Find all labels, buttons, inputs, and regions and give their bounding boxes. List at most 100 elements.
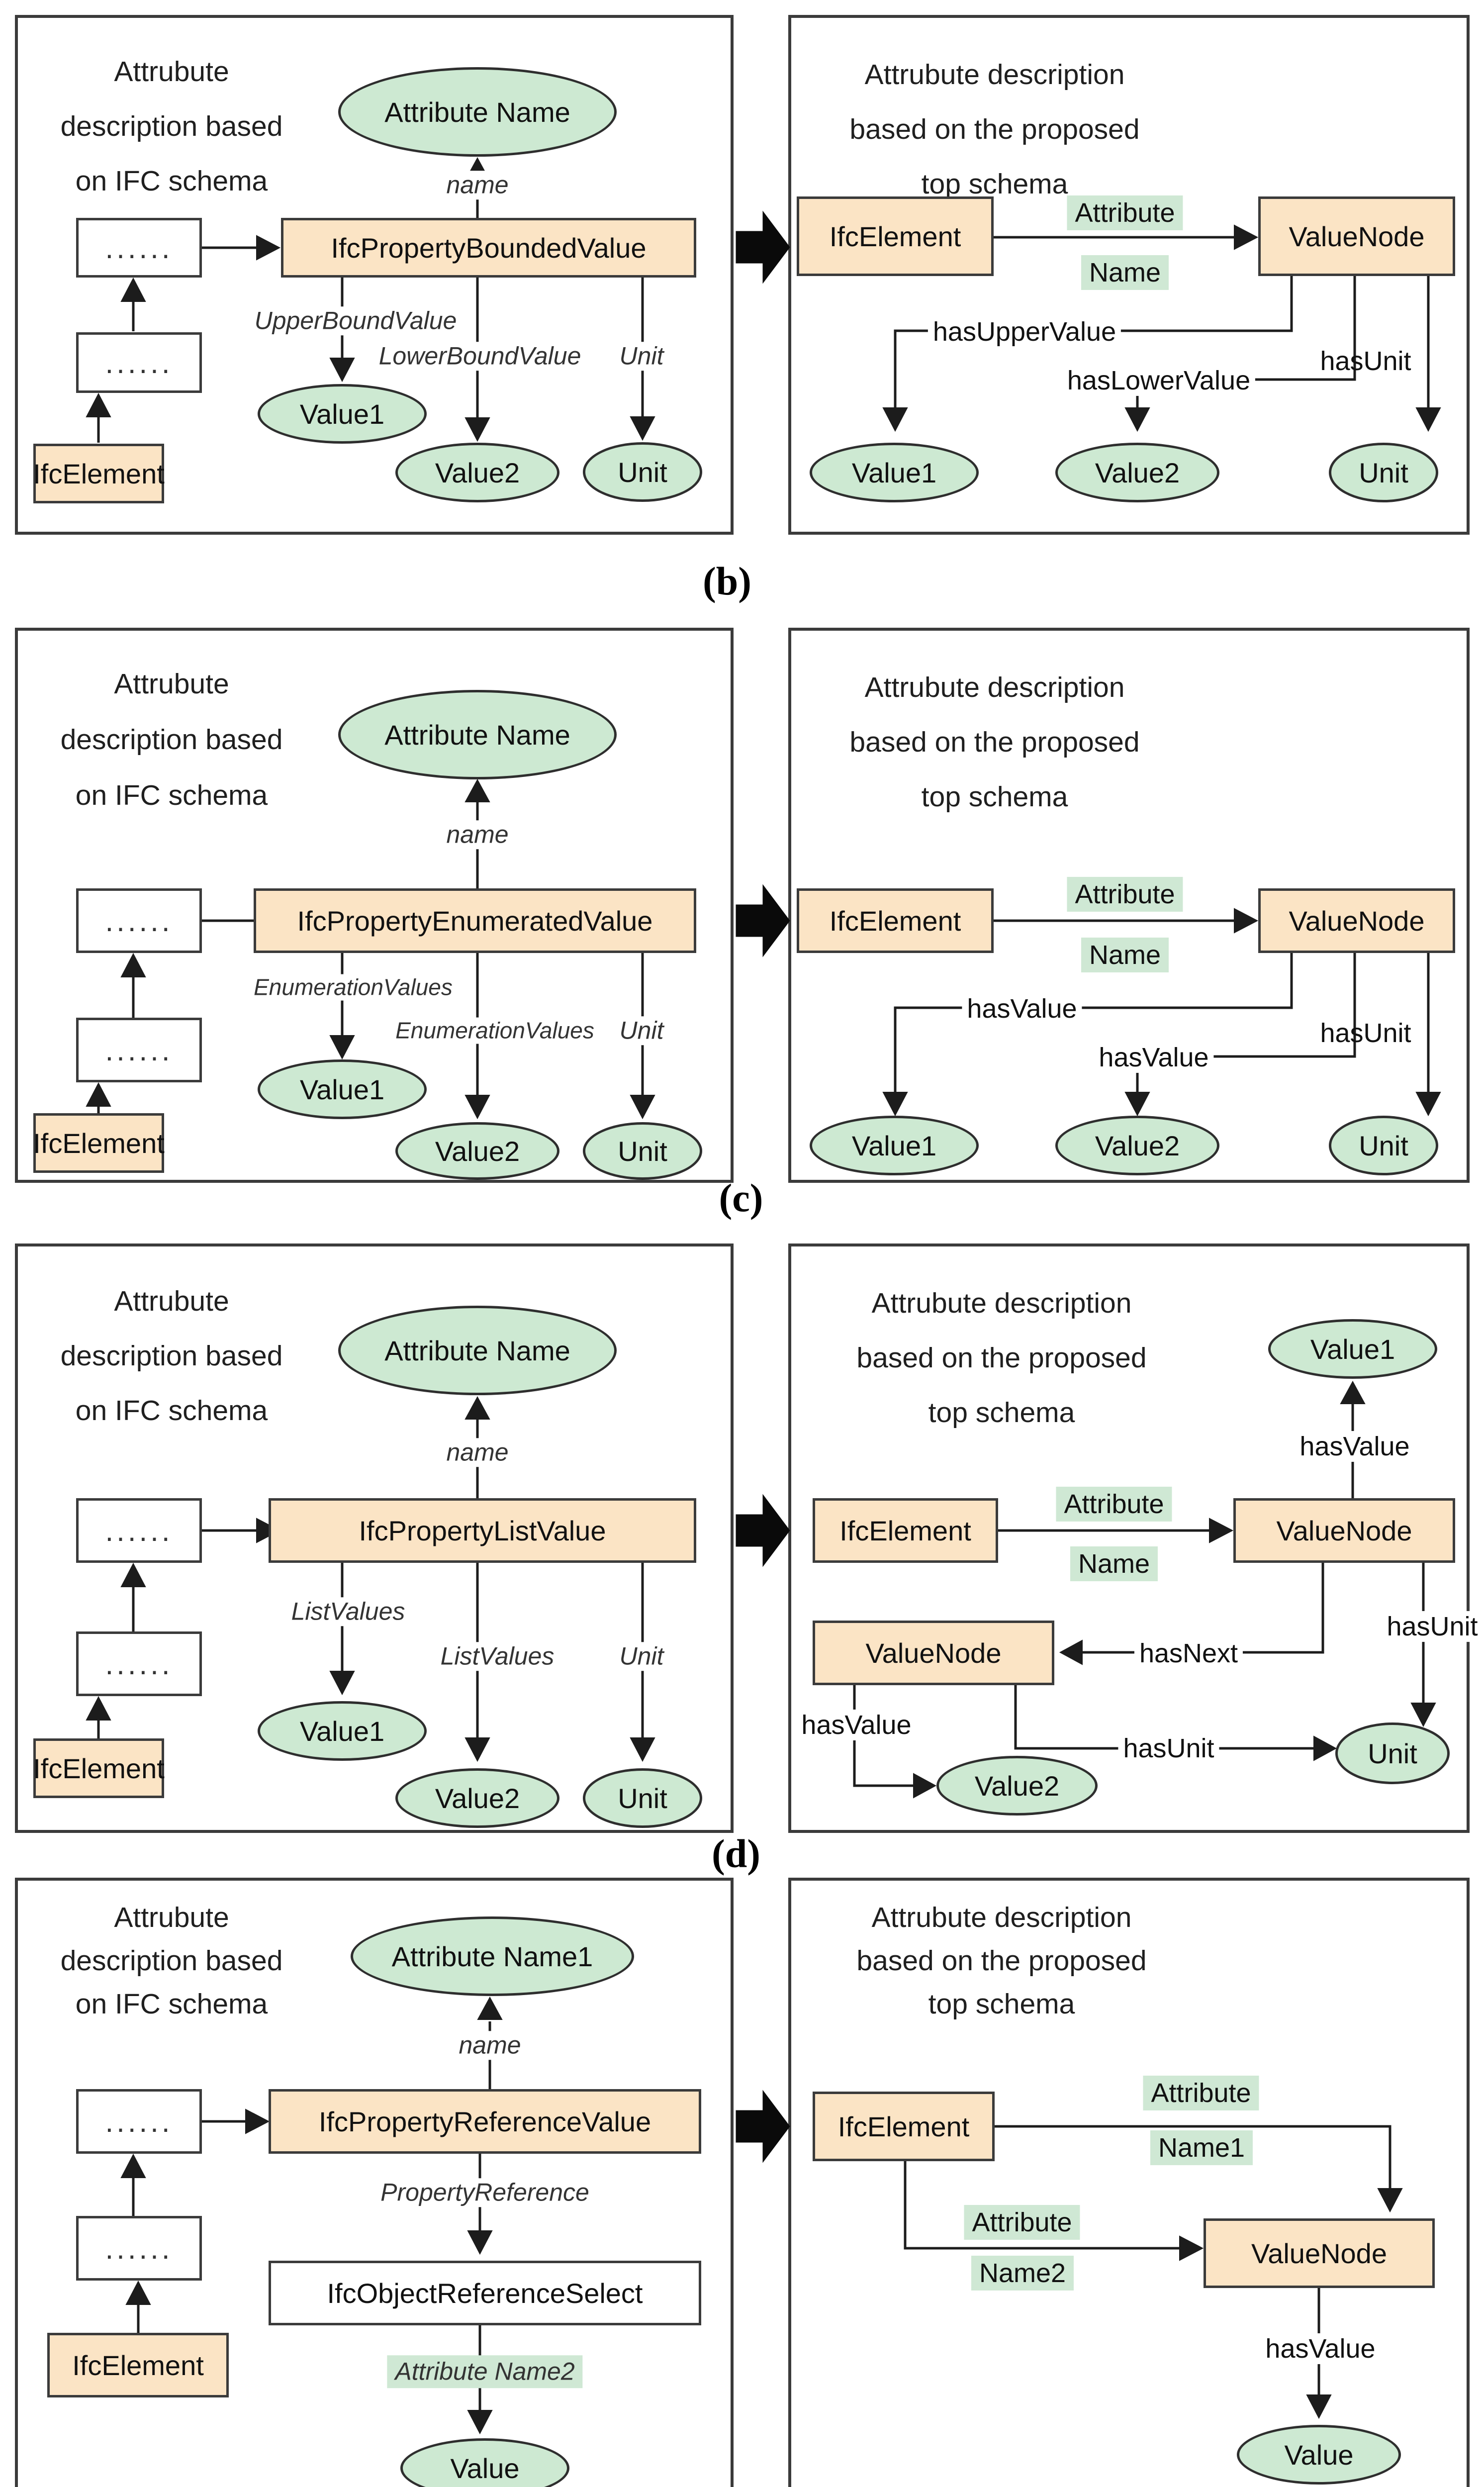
unit-ellipse: Unit bbox=[583, 1122, 702, 1180]
attribute-name-ellipse: Attribute Name bbox=[338, 690, 617, 779]
ifc-property-enumerated-value-box: IfcPropertyEnumeratedValue bbox=[254, 888, 696, 953]
ifc-object-reference-select-box: IfcObjectReferenceSelect bbox=[269, 2261, 701, 2325]
ifcelement-box: IfcElement bbox=[33, 1113, 165, 1173]
e-right-arrowheads bbox=[1179, 2188, 1403, 2419]
attribute-name2-highlight: Name2 bbox=[971, 2255, 1074, 2291]
ifc-property-bounded-value-box: IfcPropertyBoundedValue bbox=[281, 218, 696, 278]
value1-ellipse: Value1 bbox=[810, 443, 979, 502]
title-line: based on the proposed bbox=[856, 1342, 1147, 1374]
title-line: based on the proposed bbox=[849, 113, 1140, 145]
title-line: Attrubute description bbox=[871, 1287, 1132, 1319]
unit-ellipse: Unit bbox=[1329, 443, 1438, 502]
ifc-property-list-value-box: IfcPropertyListValue bbox=[269, 1498, 696, 1563]
value-ellipse: Value bbox=[1237, 2425, 1401, 2485]
listvalues-edge-label: ListValues bbox=[435, 1642, 559, 1671]
value1-ellipse: Value1 bbox=[810, 1116, 979, 1175]
value2-ellipse: Value2 bbox=[395, 1768, 559, 1828]
attribute-name-highlight: Name bbox=[1081, 255, 1169, 290]
transform-arrow-icon bbox=[736, 210, 790, 284]
attribute-name2-highlight: Attribute bbox=[964, 2204, 1080, 2240]
dots-box: ...... bbox=[76, 888, 202, 953]
hasvalue-edge-label: hasValue bbox=[1260, 2333, 1381, 2365]
unit-ellipse: Unit bbox=[583, 442, 702, 502]
attribute-name1-highlight: Attribute bbox=[1143, 2075, 1259, 2111]
b-right-arrowheads bbox=[882, 224, 1441, 432]
dots-box: ...... bbox=[76, 218, 202, 278]
hasunit-edge-label: hasUnit bbox=[1320, 346, 1411, 376]
row-label-b: (b) bbox=[703, 560, 751, 604]
ifcelement-box: IfcElement bbox=[47, 2333, 229, 2397]
title-line: description based bbox=[60, 1340, 283, 1372]
title-line: Attrubute bbox=[114, 668, 229, 700]
unit-edge-label: Unit bbox=[614, 1642, 669, 1671]
unit-edge-label: Unit bbox=[614, 342, 669, 371]
title-line: description based bbox=[60, 724, 283, 756]
name-edge-label: name bbox=[454, 2031, 526, 2060]
haslowervalue-edge-label: hasLowerValue bbox=[1062, 365, 1256, 396]
ifcelement-box: IfcElement bbox=[797, 196, 994, 276]
dots-box: ...... bbox=[76, 2089, 202, 2154]
dots-box: ...... bbox=[76, 332, 202, 393]
valuenode-box: ValueNode bbox=[1258, 196, 1455, 276]
attribute-name-ellipse: Attribute Name bbox=[338, 1306, 617, 1395]
unit-edge-label: Unit bbox=[614, 1016, 669, 1045]
lowerboundvalue-edge-label: LowerBoundValue bbox=[373, 342, 586, 371]
name-edge-label: name bbox=[441, 171, 514, 199]
value2-ellipse: Value2 bbox=[1055, 443, 1219, 502]
d-left-connector-lines bbox=[97, 1401, 644, 1753]
hasunit-edge-label: hasUnit bbox=[1320, 1018, 1411, 1048]
title-line: Attrubute description bbox=[864, 59, 1125, 91]
dots-box: ...... bbox=[76, 2216, 202, 2281]
value2-ellipse: Value2 bbox=[395, 1122, 559, 1180]
hasnext-edge-label: hasNext bbox=[1134, 1637, 1243, 1669]
attribute-name-highlight: Attribute bbox=[1067, 876, 1183, 912]
attribute-name-ellipse: Attribute Name bbox=[338, 67, 617, 157]
name-edge-label: name bbox=[441, 1438, 514, 1467]
transform-arrow-icon bbox=[736, 2090, 790, 2163]
hasunit-edge-label: hasUnit bbox=[1382, 1611, 1483, 1642]
unit-ellipse: Unit bbox=[583, 1768, 702, 1828]
title-line: Attrubute bbox=[114, 1902, 229, 1933]
hasvalue-edge-label: hasValue bbox=[1094, 1042, 1214, 1073]
attribute-name-highlight: Attribute bbox=[1056, 1486, 1172, 1522]
hasvalue-edge-label: hasValue bbox=[962, 993, 1082, 1025]
hasuppervalue-edge-label: hasUpperValue bbox=[928, 316, 1121, 348]
title-line: top schema bbox=[928, 1397, 1075, 1429]
transform-arrow-icon bbox=[736, 1494, 790, 1567]
attribute-name1-ellipse: Attribute Name1 bbox=[351, 1916, 634, 1996]
valuenode-box: ValueNode bbox=[1258, 888, 1455, 953]
attribute-name2-highlight: Attribute Name2 bbox=[387, 2355, 583, 2388]
upperboundvalue-edge-label: UpperBoundValue bbox=[249, 306, 462, 335]
attribute-name-highlight: Name bbox=[1081, 937, 1169, 973]
title-line: based on the proposed bbox=[856, 1945, 1147, 1977]
valuenode-box: ValueNode bbox=[1233, 1498, 1455, 1563]
value2-ellipse: Value2 bbox=[1055, 1116, 1219, 1175]
title-line: Attrubute bbox=[114, 56, 229, 88]
title-line: on IFC schema bbox=[75, 1395, 268, 1427]
title-line: description based bbox=[60, 110, 283, 142]
name-edge-label: name bbox=[441, 820, 514, 849]
dots-box: ...... bbox=[76, 1498, 202, 1563]
ifcelement-box: IfcElement bbox=[33, 444, 165, 503]
value-ellipse: Value bbox=[400, 2438, 569, 2487]
title-line: top schema bbox=[921, 168, 1068, 200]
title-line: description based bbox=[60, 1945, 283, 1977]
listvalues-edge-label: ListValues bbox=[286, 1597, 410, 1626]
dots-box: ...... bbox=[76, 1631, 202, 1696]
row-label-c: (c) bbox=[719, 1176, 763, 1221]
title-line: top schema bbox=[921, 781, 1068, 813]
value1-ellipse: Value1 bbox=[258, 384, 427, 444]
c-right-arrowheads bbox=[882, 908, 1441, 1117]
enumerationvalues-edge-label: EnumerationValues bbox=[390, 1017, 599, 1044]
attribute-name1-highlight: Name1 bbox=[1150, 2130, 1253, 2166]
value2-ellipse: Value2 bbox=[936, 1756, 1098, 1816]
e-left-arrowheads bbox=[120, 1996, 503, 2435]
d-right-arrowheads bbox=[913, 1380, 1436, 1799]
value1-ellipse: Value1 bbox=[1268, 1319, 1437, 1379]
title-line: Attrubute description bbox=[864, 671, 1125, 703]
title-line: based on the proposed bbox=[849, 726, 1140, 758]
unit-ellipse: Unit bbox=[1329, 1116, 1438, 1175]
title-line: Attrubute bbox=[114, 1285, 229, 1317]
valuenode-box: ValueNode bbox=[813, 1621, 1054, 1685]
